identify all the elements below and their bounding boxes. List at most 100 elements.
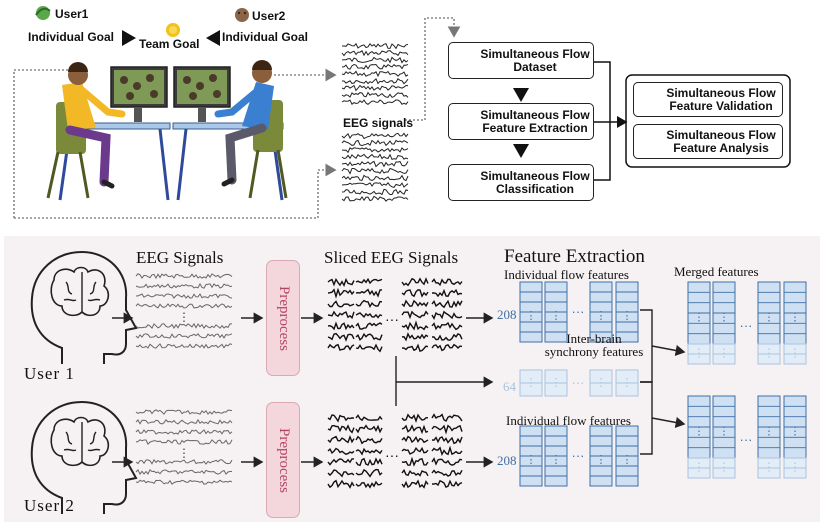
column-vertical-ellipsis: ⋮ xyxy=(694,425,705,437)
sliced-eeg-trace xyxy=(327,458,354,466)
column-vertical-ellipsis: ⋮ xyxy=(790,311,801,323)
sliced-eeg-trace xyxy=(431,310,463,321)
group-horizontal-ellipsis: ··· xyxy=(572,448,585,463)
column-vertical-ellipsis: ⋮ xyxy=(526,310,537,322)
user2-avatar-icon xyxy=(235,8,249,22)
sliced-eeg-trace xyxy=(432,288,463,298)
sliced-eeg-trace xyxy=(327,414,355,423)
user1-avatar-icon xyxy=(35,6,51,20)
feature-column xyxy=(712,395,736,459)
column-vertical-ellipsis: ⋮ xyxy=(622,454,633,466)
classification-label-line2: Classification xyxy=(495,181,575,196)
eeg-trace xyxy=(342,77,409,85)
eeg-trace xyxy=(341,167,409,175)
sliced-eeg-trace xyxy=(431,278,463,287)
eeg-trace xyxy=(341,160,409,168)
eeg-trace xyxy=(135,468,233,476)
column-vertical-ellipsis: ⋮ xyxy=(790,425,801,437)
eeg-trace xyxy=(135,343,233,349)
sliced-eeg-trace xyxy=(401,332,429,342)
feature-column xyxy=(589,281,613,343)
feature-column xyxy=(519,369,543,397)
column-vertical-ellipsis: ⋮ xyxy=(551,310,562,322)
column-vertical-ellipsis: ⋮ xyxy=(622,377,633,389)
preprocess-label-1: Preprocess xyxy=(275,285,292,351)
sliced-eeg-trace xyxy=(401,289,429,298)
sliced-eeg-trace xyxy=(327,469,355,478)
column-vertical-ellipsis: ⋮ xyxy=(719,425,730,437)
eeg-trace xyxy=(135,333,233,339)
sliced-eeg-trace xyxy=(327,424,355,434)
sliced-eeg-trace xyxy=(327,343,355,351)
sliced-eeg-trace xyxy=(431,299,463,309)
column-vertical-ellipsis: ⋮ xyxy=(764,425,775,437)
sliced-eeg-trace xyxy=(327,447,355,455)
eeg-trace xyxy=(341,63,409,70)
sliced-eeg-trace xyxy=(431,469,463,477)
feature-column xyxy=(783,343,807,365)
eeg-trace xyxy=(341,182,409,188)
individual-features-label-1: Individual flow features xyxy=(504,267,629,282)
merged-horizontal-ellipsis: ··· xyxy=(740,318,753,333)
eeg-trace xyxy=(135,458,233,465)
person-right-illustration xyxy=(214,60,288,199)
feature-column xyxy=(615,425,639,487)
sliced-eeg-trace xyxy=(355,457,383,467)
user1-label: User1 xyxy=(55,7,89,21)
dim-208-bottom: 208 xyxy=(497,453,517,468)
sliced-eeg-trace xyxy=(355,277,383,285)
validation-label-line1: Simultaneous Flow xyxy=(666,85,776,100)
eeg-trace xyxy=(341,70,409,78)
column-vertical-ellipsis: ⋮ xyxy=(551,454,562,466)
team-goal-coin-icon xyxy=(166,23,180,37)
preprocess-box-2: Preprocess xyxy=(266,402,300,518)
vertical-ellipsis: ⋮ xyxy=(178,310,190,324)
sliced-eeg-trace xyxy=(401,299,429,308)
sliced-eeg-trace xyxy=(355,312,383,319)
eeg-trace xyxy=(135,273,233,280)
analysis-label-line2: Feature Analysis xyxy=(673,140,769,155)
column-vertical-ellipsis: ⋮ xyxy=(764,311,775,323)
sliced-eeg-trace xyxy=(401,456,429,467)
column-vertical-ellipsis: ⋮ xyxy=(596,377,607,389)
sliced-eeg-trace xyxy=(431,413,463,422)
merged-horizontal-ellipsis: ··· xyxy=(740,432,753,447)
feature-column xyxy=(615,369,639,397)
individual-goal-right-label: Individual Goal xyxy=(222,30,309,44)
feature-column xyxy=(544,369,568,397)
feature-column xyxy=(712,343,736,365)
feature-column xyxy=(589,369,613,397)
dim-64: 64 xyxy=(503,379,516,394)
sliced-eeg-trace xyxy=(401,468,429,477)
eeg-trace xyxy=(341,56,409,64)
eeg-trace xyxy=(341,153,409,161)
feature-column xyxy=(615,281,639,343)
eeg-signal-traces-bottom: ⋮⋮······ xyxy=(135,273,463,489)
method-section: ⋮⋮······ ⋮⋮⋮⋮···⋮⋮⋮⋮···⋮⋮⋮⋮···⋮⋮⋮⋮⋮⋮⋮⋮··… xyxy=(4,236,820,522)
dotted-connectors xyxy=(13,17,461,219)
sliced-eeg-trace xyxy=(355,322,383,330)
column-vertical-ellipsis: ⋮ xyxy=(719,311,730,323)
eeg-trace xyxy=(135,282,233,289)
group-horizontal-ellipsis: ··· xyxy=(572,304,585,319)
eeg-trace xyxy=(341,84,409,92)
user2-head-icon xyxy=(30,400,138,514)
column-vertical-ellipsis: ⋮ xyxy=(526,377,537,389)
feature-column xyxy=(687,457,711,479)
sliced-eeg-trace xyxy=(431,479,463,489)
horizontal-ellipsis: ··· xyxy=(385,311,399,327)
eeg-trace xyxy=(341,132,409,140)
feature-matrices: ⋮⋮⋮⋮···⋮⋮⋮⋮···⋮⋮⋮⋮···⋮⋮⋮⋮⋮⋮⋮⋮···⋮⋮⋮⋮⋮⋮⋮⋮… xyxy=(519,281,807,487)
eeg-trace xyxy=(135,293,233,299)
feature-column xyxy=(757,343,781,365)
dim-208-top: 208 xyxy=(497,307,517,322)
feature-column xyxy=(757,457,781,479)
feature-column xyxy=(544,425,568,487)
analysis-label-line1: Simultaneous Flow xyxy=(666,127,776,142)
sliced-eeg-trace xyxy=(432,333,463,341)
eeg-trace xyxy=(341,147,409,154)
